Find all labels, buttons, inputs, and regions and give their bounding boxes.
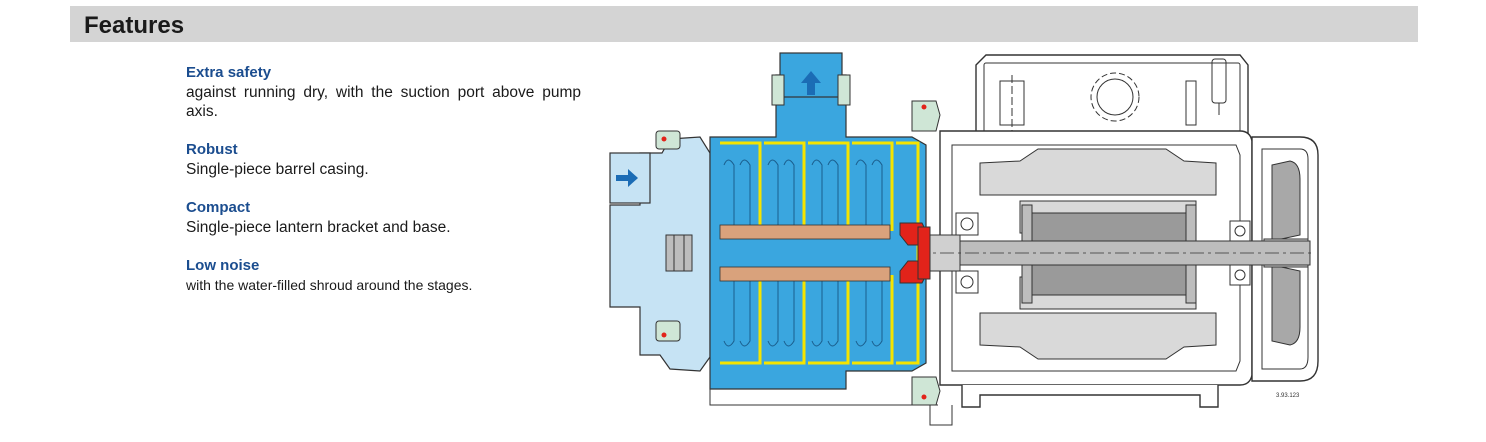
shaft-nut: [665, 234, 693, 272]
feature-title: Low noise: [186, 257, 260, 274]
inlet-arrow-icon: [616, 169, 638, 187]
feature-item: Low noise with the water-filled shroud a…: [186, 257, 581, 295]
discharge-port: [771, 74, 851, 106]
pump-stages: [720, 141, 920, 365]
flange-brackets: [655, 100, 941, 406]
feature-title: Extra safety: [186, 64, 272, 81]
diffusers: [719, 224, 891, 282]
section-title: Features: [84, 12, 185, 39]
features-list: Extra safety against running dry, with t…: [186, 64, 581, 315]
feature-title: Robust: [186, 141, 238, 158]
mechanical-seal: [899, 222, 931, 284]
outlet-arrow-icon: [801, 71, 821, 95]
feature-item: Robust Single-piece barrel casing.: [186, 141, 581, 179]
barrel-casing: [709, 52, 927, 390]
pump-base: [709, 389, 953, 426]
pump-cross-section-diagram: 3.93.123: [609, 52, 1319, 426]
feature-item: Compact Single-piece lantern bracket and…: [186, 199, 581, 237]
bearings: [955, 212, 1251, 294]
terminal-box-details: [999, 58, 1227, 131]
drawing-code: 3.93.123: [1276, 393, 1300, 399]
feature-description: against running dry, with the suction po…: [186, 84, 581, 120]
feature-description: Single-piece lantern bracket and base.: [186, 219, 451, 236]
feature-description: Single-piece barrel casing.: [186, 161, 369, 178]
o-rings: [661, 104, 927, 400]
impeller-vanes: [723, 159, 883, 347]
feature-item: Extra safety against running dry, with t…: [186, 64, 581, 121]
feature-description: with the water-filled shroud around the …: [186, 277, 473, 293]
flow-arrows: [616, 71, 821, 187]
feature-title: Compact: [186, 199, 251, 216]
section-header: Features: [70, 6, 1418, 42]
